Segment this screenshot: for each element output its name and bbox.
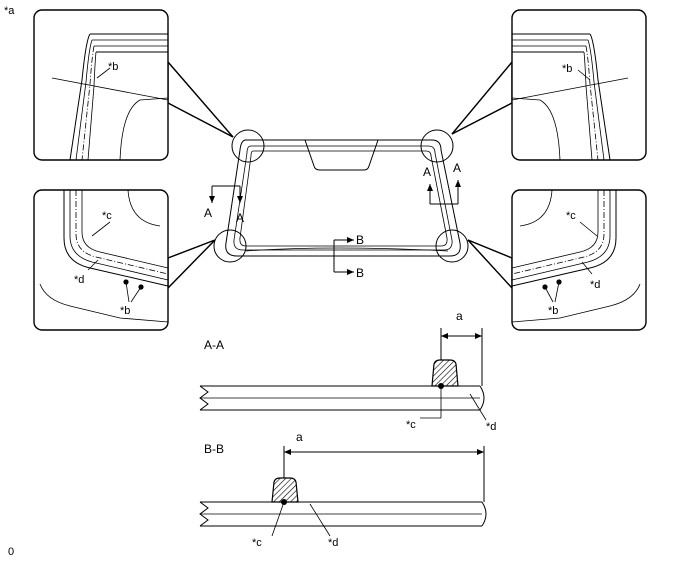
detail-box-top-right: *b: [451, 9, 647, 161]
section-label-a-right-1: A: [423, 165, 431, 179]
section-cut-b: B B: [333, 233, 364, 280]
detail-circle-bottom-left: [213, 229, 247, 263]
section-a-a-title: A-A: [204, 338, 224, 352]
windshield-outline: [225, 139, 461, 257]
dimension-a-label-1: a: [456, 309, 463, 323]
section-cut-a-left: A A: [204, 185, 244, 225]
section-label-a-left-2: A: [236, 211, 244, 225]
footer-mark: 0: [8, 546, 14, 558]
section-label-b-2: B: [356, 266, 364, 280]
detail-circle-bottom-right: [435, 229, 469, 263]
callout-c-bottom-right: *c: [566, 210, 576, 222]
callout-c-section-b: *c: [252, 537, 262, 549]
section-b-b: B-B a *c *d: [199, 430, 487, 549]
callout-b-bottom-left: *b: [120, 305, 130, 317]
callout-d-section-a: *d: [486, 421, 496, 433]
detail-box-bottom-left: *c *d *b: [33, 189, 216, 331]
section-label-a-left-1: A: [204, 206, 212, 220]
callout-b-bottom-right: *b: [548, 305, 558, 317]
callout-d-bottom-right: *d: [590, 279, 600, 291]
section-label-a-right-2: A: [453, 161, 461, 175]
section-label-b-1: B: [356, 233, 364, 247]
section-cut-a-right: A A: [423, 161, 461, 205]
callout-d-section-b: *d: [328, 537, 338, 549]
callout-b-top-left: *b: [108, 61, 118, 73]
callout-b-top-right: *b: [562, 63, 572, 75]
section-a-a: A-A a *c *d: [199, 309, 496, 433]
detail-box-bottom-right: *c *d *b: [467, 189, 647, 331]
section-b-b-title: B-B: [204, 442, 224, 456]
detail-circle-top-left: [231, 129, 265, 163]
figure-id-label: *a: [4, 5, 15, 17]
callout-c-section-a: *c: [406, 419, 416, 431]
callout-c-bottom-left: *c: [102, 210, 112, 222]
dimension-a-label-2: a: [296, 430, 303, 444]
detail-circle-top-right: [420, 129, 454, 163]
callout-d-bottom-left: *d: [74, 274, 84, 286]
detail-box-top-left: *b: [33, 9, 234, 161]
